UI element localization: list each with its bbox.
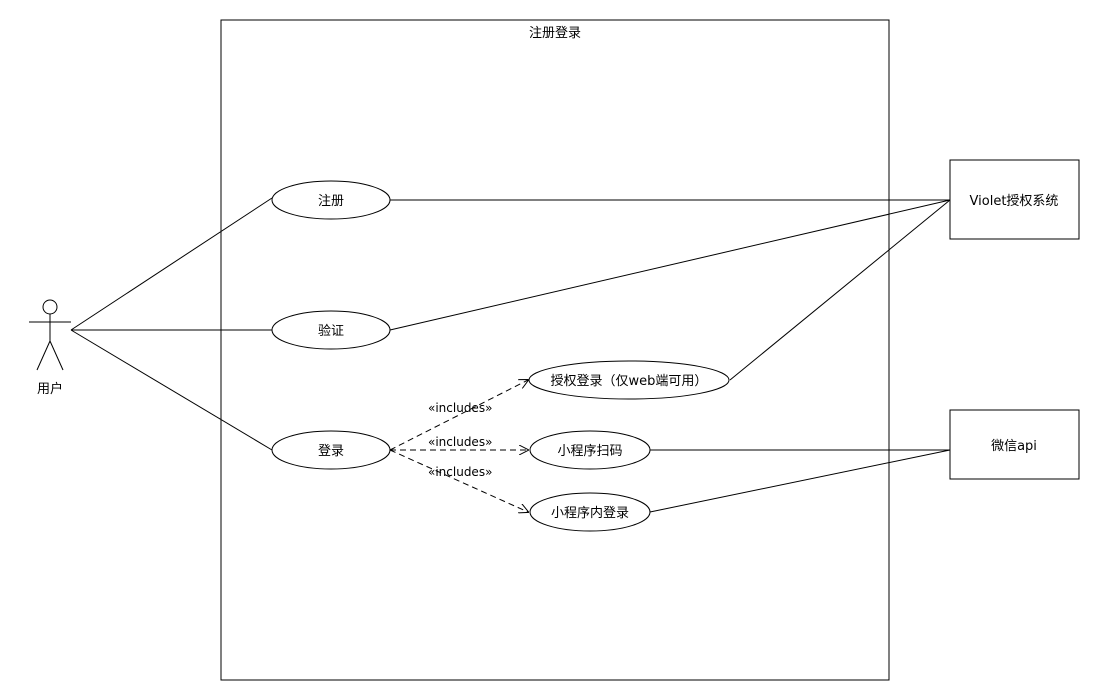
include-relations: «includes» «includes» «includes» [389,380,528,512]
use-case-auth-login-label: 授权登录（仅web端可用） [551,373,708,389]
external-system-wechat-api[interactable]: 微信api [949,409,1080,480]
external-system-wechat-api-label: 微信api [991,439,1037,454]
use-case-register[interactable]: 注册 [271,180,391,220]
external-system-wechat-api-box [949,409,1080,480]
system-title: 注册登录 [529,26,581,41]
external-system-violet-box [949,159,1080,240]
use-case-mini-inner-login-ellipse [529,492,651,532]
use-case-auth-login-ellipse [528,360,730,400]
use-case-verify[interactable]: 验证 [271,310,391,350]
use-case-mini-scan-label: 小程序扫码 [557,444,622,459]
association-mini-inner-login-wechat [649,449,951,513]
actor-head [42,299,58,315]
include-arrow-auth-login [389,380,528,451]
actor-user[interactable]: 用户 [29,299,71,397]
includes-label-auth-login: «includes» [428,401,492,415]
include-arrow-mini-inner-login [389,449,528,512]
use-case-login[interactable]: 登录 [271,430,391,470]
use-case-verify-ellipse [271,310,391,350]
association-user-register [70,197,273,331]
use-case-register-ellipse [271,180,391,220]
system-boundary: 注册登录 [220,19,890,681]
external-system-violet[interactable]: Violet授权系统 [949,159,1080,240]
use-case-login-ellipse [271,430,391,470]
use-case-mini-inner-login-label: 小程序内登录 [551,505,629,521]
actor-right-leg [49,340,64,371]
use-case-register-label: 注册 [318,194,344,209]
includes-label-mini-inner-login: «includes» [428,465,492,479]
external-system-violet-label: Violet授权系统 [970,193,1059,209]
use-case-verify-label: 验证 [318,323,344,339]
use-case-mini-inner-login[interactable]: 小程序内登录 [529,492,651,532]
use-case-auth-login[interactable]: 授权登录（仅web端可用） [528,360,730,400]
use-case-mini-scan[interactable]: 小程序扫码 [529,430,651,470]
use-case-mini-scan-ellipse [529,430,651,470]
associations [70,197,951,513]
use-case-login-label: 登录 [318,444,344,459]
actor-left-leg [36,340,51,371]
includes-label-mini-scan: «includes» [428,435,492,449]
system-boundary-rect [220,19,890,681]
association-user-login [70,329,273,451]
actor-label: 用户 [37,381,63,397]
association-verify-violet [389,199,951,331]
association-auth-login-violet [729,199,951,381]
